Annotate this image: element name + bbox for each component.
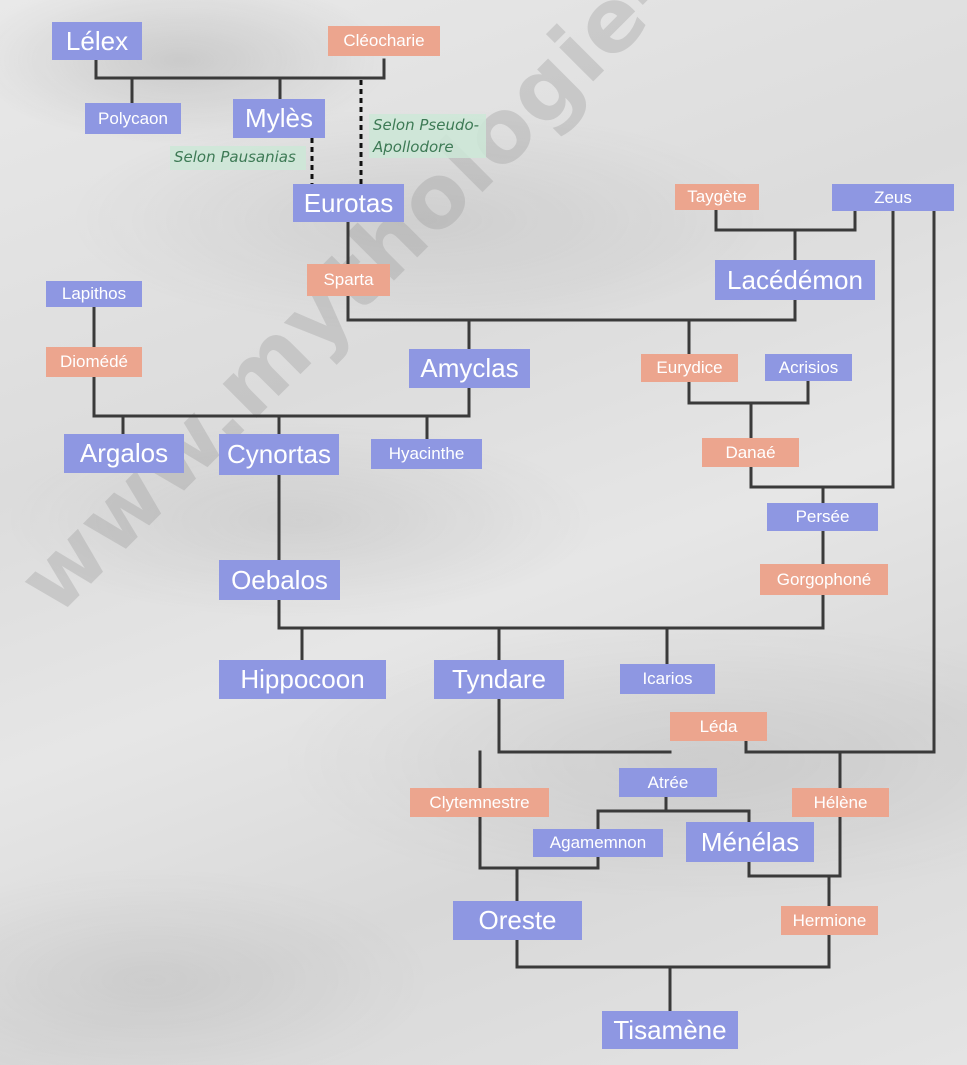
person-hyacinthe: Hyacinthe	[371, 439, 482, 469]
person-gorgophone: Gorgophoné	[760, 564, 888, 595]
person-persee: Persée	[767, 503, 878, 531]
link-atree-children	[596, 795, 751, 831]
link-oebalos-gorgophone	[277, 593, 825, 630]
person-sparta: Sparta	[307, 264, 390, 296]
person-icarios: Icarios	[620, 664, 715, 694]
link-eurydice-acrisios	[687, 379, 810, 405]
person-agamemnon: Agamemnon	[533, 829, 663, 857]
link-taygete-zeus	[714, 207, 857, 232]
person-polycaon: Polycaon	[85, 103, 181, 134]
link-lelex-children	[130, 76, 282, 105]
note-pausanias: Selon Pausanias	[170, 146, 306, 170]
person-oreste: Oreste	[453, 901, 582, 940]
link-clytemnestre-agamemnon	[478, 815, 600, 870]
person-lapithos: Lapithos	[46, 281, 142, 307]
person-myles: Mylès	[233, 99, 325, 138]
person-taygete: Taygète	[675, 184, 759, 210]
person-acrisios: Acrisios	[765, 354, 852, 381]
person-leda: Léda	[670, 712, 767, 741]
person-lelex: Lélex	[52, 22, 142, 60]
person-hippocoon: Hippocoon	[219, 660, 386, 699]
person-oebalos: Oebalos	[219, 560, 340, 600]
link-sparta-lacedemon	[346, 294, 797, 322]
person-danae: Danaé	[702, 438, 799, 467]
person-cynortas: Cynortas	[219, 434, 339, 475]
person-clytemnestre: Clytemnestre	[410, 788, 549, 817]
person-menelas: Ménélas	[686, 822, 814, 862]
note-pseudo-apollodore: Selon Pseudo- Apollodore	[369, 114, 486, 158]
person-zeus: Zeus	[832, 184, 954, 211]
link-oreste-hermione	[515, 933, 831, 969]
link-tyndare-leda	[497, 697, 672, 754]
person-argalos: Argalos	[64, 434, 184, 473]
person-atree: Atrée	[619, 768, 717, 797]
person-tyndare: Tyndare	[434, 660, 564, 699]
person-tisamene: Tisamène	[602, 1011, 738, 1049]
link-children-amyclas	[121, 414, 429, 441]
person-eurotas: Eurotas	[293, 184, 404, 222]
person-eurydice: Eurydice	[641, 354, 738, 382]
person-cleocharie: Cléocharie	[328, 26, 440, 56]
person-amyclas: Amyclas	[409, 349, 530, 388]
person-lacedemon: Lacédémon	[715, 260, 875, 300]
link-diomede-amyclas	[92, 375, 471, 418]
person-helene: Hélène	[792, 788, 889, 817]
person-hermione: Hermione	[781, 906, 878, 935]
link-lelex-cleocharie	[94, 58, 386, 80]
person-diomede: Diomédé	[46, 347, 142, 377]
link-oebalos-children	[300, 626, 669, 666]
link-menelas-helene	[747, 815, 842, 878]
